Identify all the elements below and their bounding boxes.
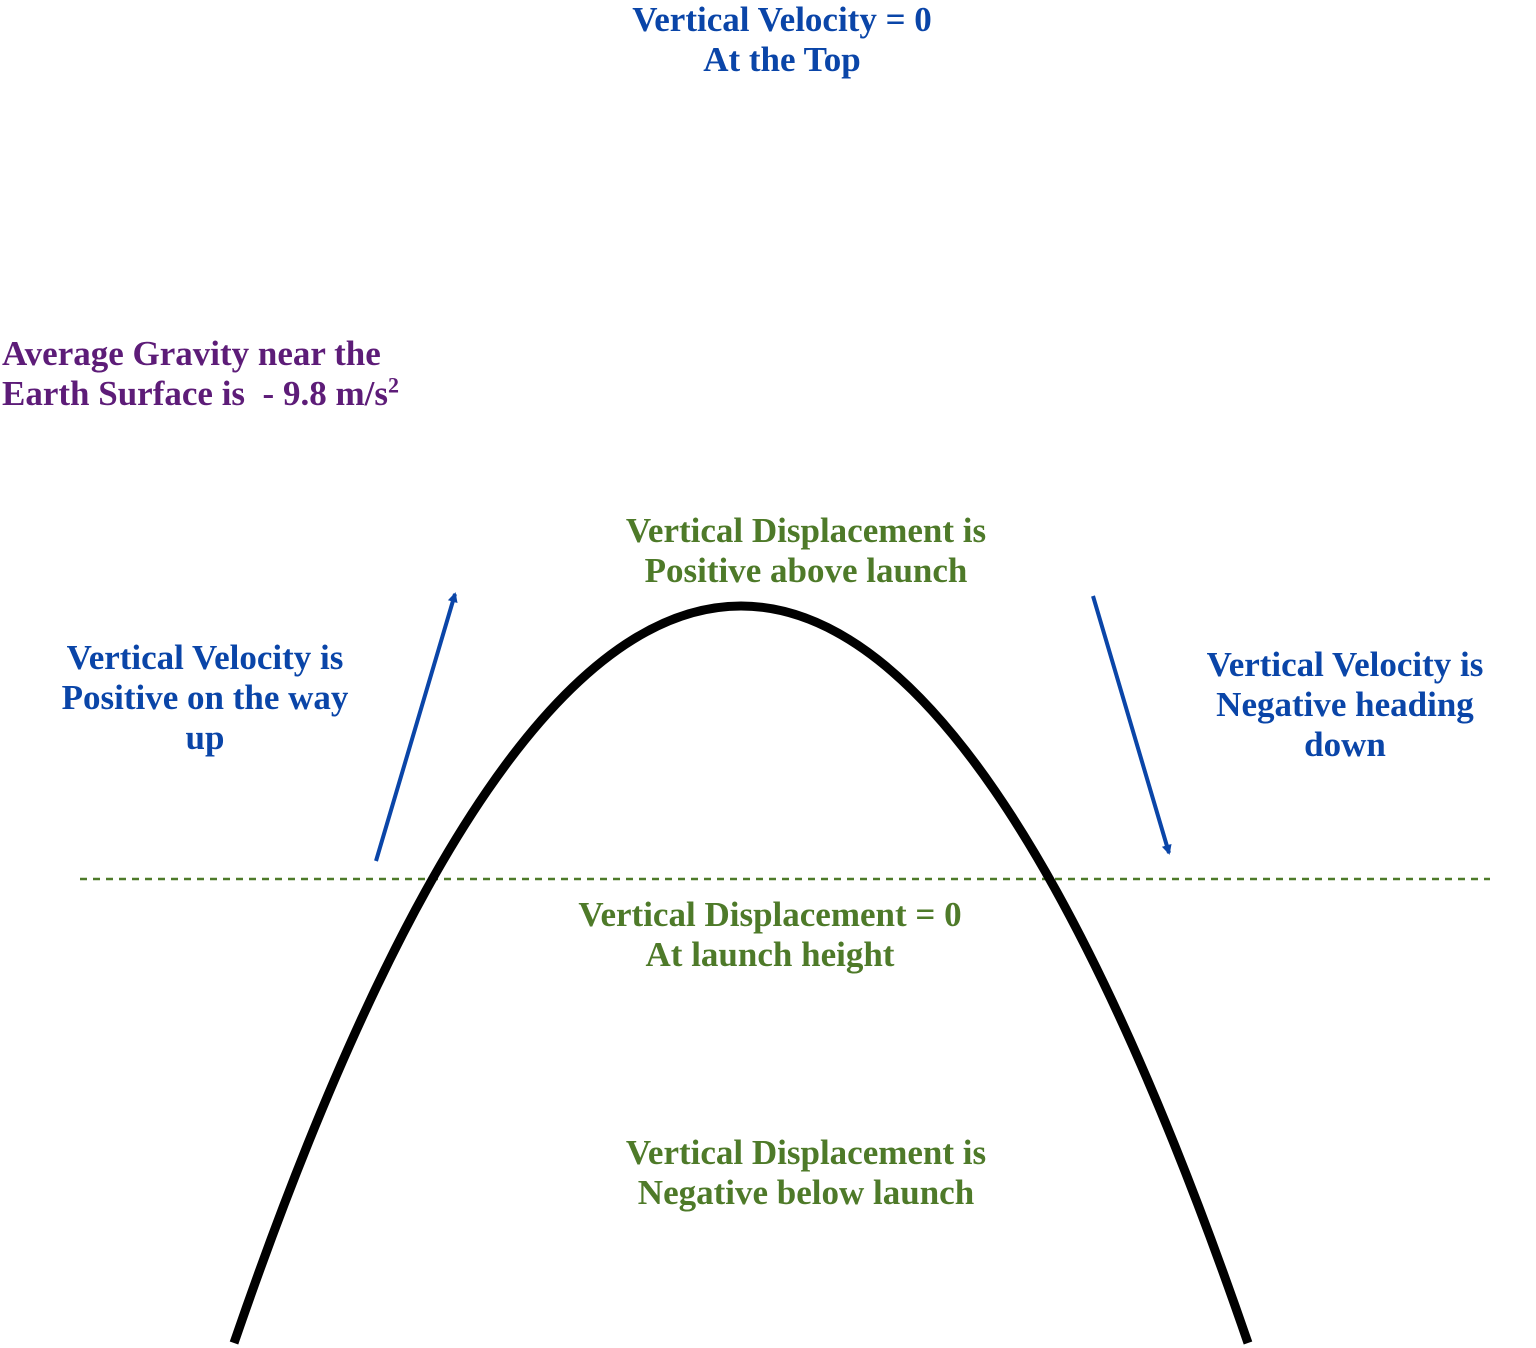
gravity-line1: Average Gravity near the xyxy=(2,334,381,373)
top-velocity-label: Vertical Velocity = 0 At the Top xyxy=(552,0,1012,80)
velocity-up-line2: Positive on the way xyxy=(61,678,349,717)
displacement-positive-line1: Vertical Displacement is xyxy=(625,511,987,550)
velocity-down-label: Vertical Velocity is Negative heading do… xyxy=(1165,645,1525,765)
trajectory-curve xyxy=(229,601,1253,1345)
downward-velocity-arrow xyxy=(1091,595,1172,855)
displacement-negative-label: Vertical Displacement is Negative below … xyxy=(556,1133,1056,1213)
gravity-exponent: 2 xyxy=(387,372,399,398)
gravity-line2: Earth Surface is - 9.8 m/s2 xyxy=(2,374,482,414)
velocity-down-line1: Vertical Velocity is xyxy=(1206,645,1484,684)
displacement-zero-label: Vertical Displacement = 0 At launch heig… xyxy=(520,895,1020,975)
displacement-zero-line2: At launch height xyxy=(645,935,895,974)
displacement-negative-line2: Negative below launch xyxy=(637,1173,975,1212)
velocity-down-line2: Negative heading xyxy=(1216,685,1474,724)
gravity-line2-text: Earth Surface is - 9.8 m/s xyxy=(2,374,388,413)
top-velocity-line1: Vertical Velocity = 0 xyxy=(632,0,932,39)
velocity-up-label: Vertical Velocity is Positive on the way… xyxy=(20,638,390,758)
displacement-negative-line1: Vertical Displacement is xyxy=(625,1133,987,1172)
upward-velocity-arrow xyxy=(374,592,458,862)
displacement-positive-line2: Positive above launch xyxy=(644,551,968,590)
gravity-label: Average Gravity near the Earth Surface i… xyxy=(2,334,482,414)
velocity-up-line3: up xyxy=(185,718,225,757)
displacement-zero-line1: Vertical Displacement = 0 xyxy=(578,895,962,934)
displacement-positive-label: Vertical Displacement is Positive above … xyxy=(556,511,1056,591)
top-velocity-line2: At the Top xyxy=(703,40,861,79)
velocity-up-line1: Vertical Velocity is xyxy=(66,638,344,677)
velocity-down-line3: down xyxy=(1304,725,1386,764)
